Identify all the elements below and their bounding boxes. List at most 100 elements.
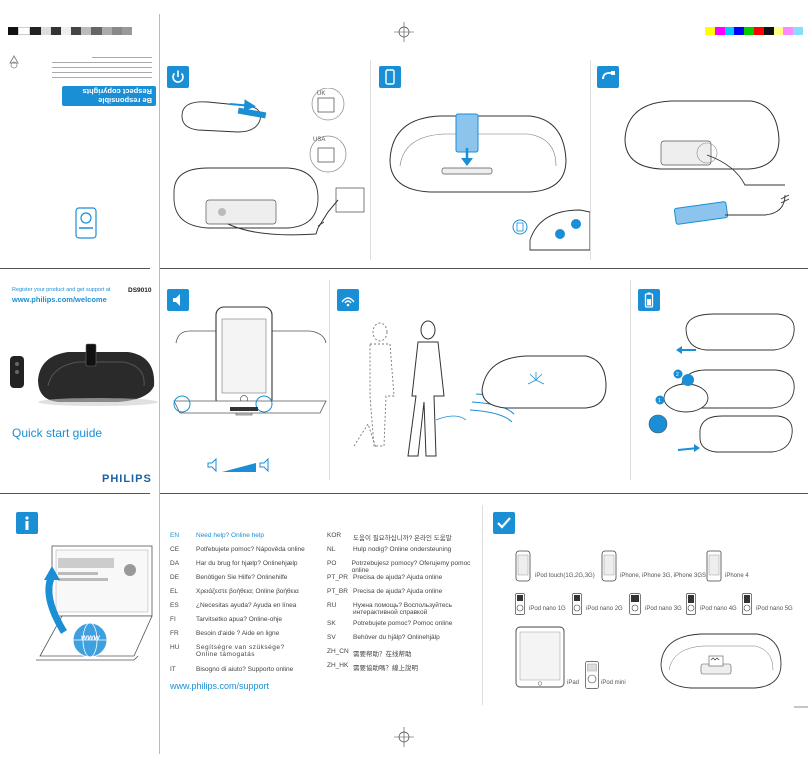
divider-left-row1 — [0, 268, 150, 270]
help-text: Bisogno di aiuto? Supporto online — [196, 666, 294, 673]
col-sep-3 — [590, 60, 591, 260]
help-row: PT_BR Precisa de ajuda? Ajuda online — [327, 588, 442, 595]
register-url[interactable]: www.philips.com/welcome — [12, 295, 107, 304]
sensor-illustration — [353, 320, 607, 457]
help-text: Segítségre van szüksége? Online támogatá… — [196, 644, 285, 658]
quick-start-title: Quick start guide — [12, 426, 103, 440]
help-row: ZH_CN 需要帮助？在线帮助 — [327, 648, 412, 658]
plug-label-uk: UK — [317, 91, 326, 97]
help-code: DA — [170, 560, 180, 567]
compat-label: iPod nano 3G — [645, 606, 682, 612]
help-code: ZH_CN — [327, 648, 349, 655]
help-text: 도움이 필요하십니까? 온라인 도움말 — [353, 535, 452, 542]
recycle-title2: Respect copyrights — [82, 87, 152, 96]
plug-label-usa: USA — [313, 137, 326, 143]
col-sep-4 — [329, 280, 330, 480]
battery-step-tile — [638, 289, 660, 311]
ipad-icon — [515, 626, 565, 688]
battery-illustration: 2 1 — [648, 313, 795, 453]
help-code: NL — [327, 546, 336, 553]
help-code: SK — [327, 620, 336, 627]
help-code: CE — [170, 546, 180, 553]
check-icon — [497, 517, 511, 529]
sensor-icon — [341, 297, 355, 307]
col-sep-5 — [630, 280, 631, 480]
recycle-icon — [9, 54, 19, 69]
compat-label-ipad: iPad — [567, 680, 580, 686]
divider-row2 — [160, 493, 808, 495]
help-row: SV Behöver du hjälp? Onlinehjälp — [327, 634, 440, 641]
ipod-touch-icon — [515, 550, 531, 582]
help-code: HU — [170, 644, 180, 651]
help-row: PO Potrzebujesz pomocy? Oferujemy pomoc o… — [327, 560, 482, 574]
dock-step-tile — [379, 66, 401, 88]
ipod-nano-icon — [686, 593, 696, 615]
help-text: Potrzebujesz pomocy? Oferujemy pomoc onl… — [351, 560, 471, 574]
help-row: IT Bisogno di aiuto? Supporto online — [170, 666, 293, 673]
registration-mark-top — [394, 22, 414, 42]
nano-row: iPod nano 1G iPod nano 2G iPod nano 3G i… — [515, 593, 805, 617]
aux-step-tile — [597, 66, 619, 88]
help-text: Behöver du hjälp? Onlinehjälp — [353, 634, 440, 641]
volume-icon — [173, 294, 180, 306]
aux-icon — [602, 71, 615, 80]
power-illustration — [173, 88, 365, 236]
help-text: Hulp nodig? Online ondersteuning — [353, 546, 452, 553]
help-code: RU — [327, 602, 337, 609]
help-code: PO — [327, 560, 337, 567]
volume-illustration — [173, 306, 327, 473]
dock-illustration — [389, 113, 590, 251]
help-text: Need help? Online help — [196, 532, 264, 539]
product-photo — [10, 343, 158, 406]
svg-text:2: 2 — [676, 372, 679, 378]
help-row: ES¿Necesitas ayuda? Ayuda en línea — [170, 602, 296, 609]
ipod-nano-icon — [572, 593, 582, 615]
help-text: ¿Necesitas ayuda? Ayuda en línea — [196, 602, 297, 609]
help-code: PT_BR — [327, 588, 348, 595]
sensor-step-tile — [337, 289, 359, 311]
help-code: SV — [327, 634, 336, 641]
help-row: NL Hulp nodig? Online ondersteuning — [327, 546, 451, 553]
help-text: 需要帮助？在线帮助 — [353, 651, 412, 658]
support-url[interactable]: www.philips.com/support — [170, 681, 270, 691]
dock-speaker-illustration — [660, 633, 782, 689]
help-text: Har du brug for hjælp? Onlinehjælp — [196, 560, 298, 567]
help-text: Нужна помощь? Воспользуйтесь интерактивн… — [353, 602, 453, 616]
help-code: IT — [170, 666, 176, 673]
col-sep-2 — [370, 60, 371, 260]
help-code: EN — [170, 532, 180, 539]
recycle-title1: Be responsible — [98, 96, 152, 105]
divider-left-row2 — [0, 493, 150, 495]
register-line: Register your product and get support at — [12, 287, 111, 293]
model-number: DS9010 — [128, 287, 152, 294]
help-text: 需要協助嗎？線上說明 — [353, 665, 418, 672]
ipod-nano-icon — [629, 593, 641, 615]
compat-label: iPod nano 2G — [586, 606, 623, 612]
info-step-tile — [16, 512, 38, 534]
help-row: EN Need help? Online help — [170, 532, 264, 539]
svg-text:1: 1 — [658, 398, 661, 404]
recycling-logo — [75, 207, 97, 239]
compat-label-ipod-mini: iPod mini — [601, 680, 626, 686]
help-code: DE — [170, 574, 180, 581]
ipod-nano-icon — [515, 593, 525, 615]
iphone-icon — [601, 550, 617, 582]
help-row: HU Segítségre van szüksége? Online támoga… — [170, 644, 304, 658]
compat-label: iPod touch(1G,2G,3G) — [535, 573, 595, 579]
help-text: Χρειάζεστε βοήθεια; Online βοήθεια — [196, 588, 299, 595]
help-row: DA Har du brug for hjælp? Onlinehjælp — [170, 560, 298, 567]
registration-mark-bottom — [394, 727, 414, 747]
help-code: PT_PR — [327, 574, 348, 581]
help-text: Precisa de ajuda? Ajuda online — [353, 588, 443, 595]
col-sep-1 — [159, 14, 160, 754]
power-step-tile — [167, 66, 189, 88]
power-icon — [172, 70, 184, 83]
